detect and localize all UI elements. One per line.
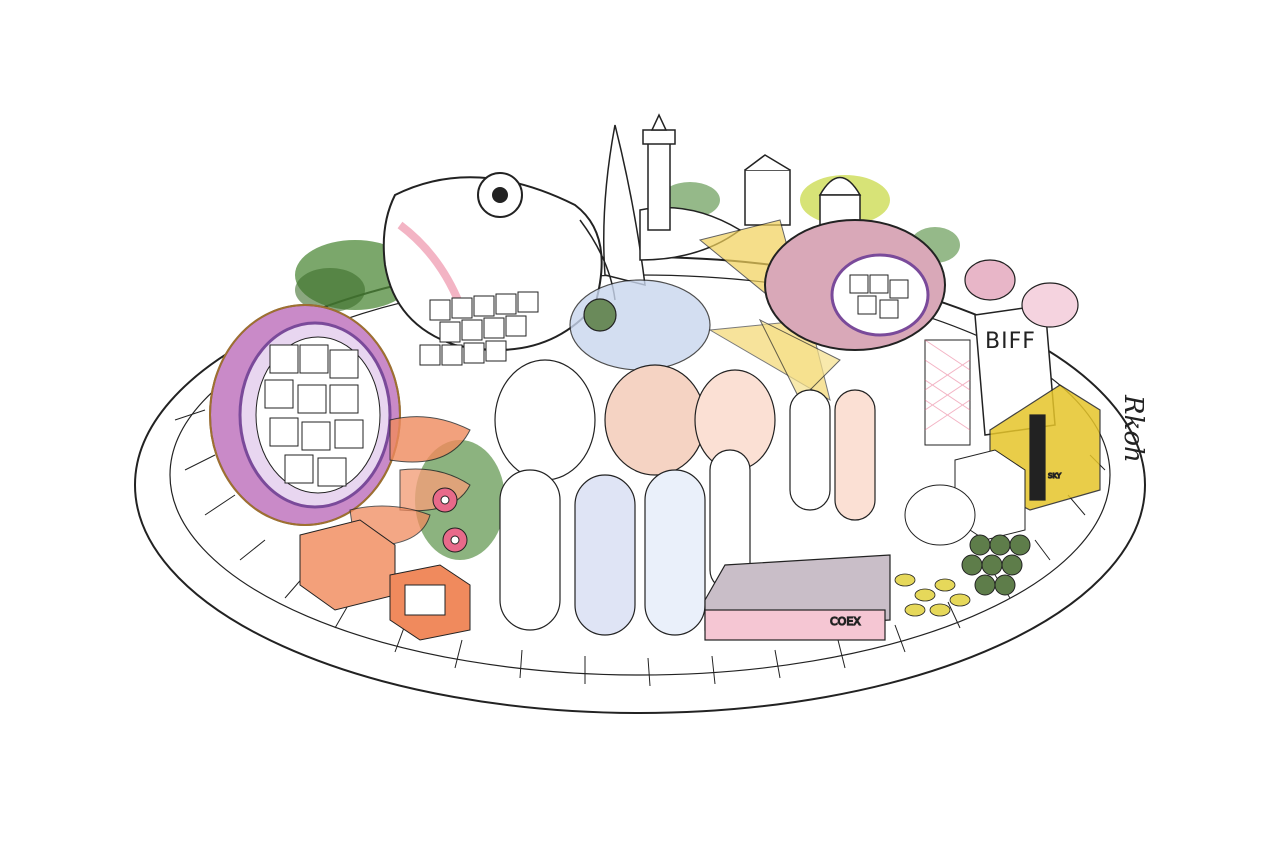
- artist-signature: Rkoh: [1118, 394, 1148, 463]
- grapes-icon: [961, 534, 1031, 596]
- pink-bowl: [764, 219, 946, 351]
- biff-label: BIFF: [985, 329, 1036, 354]
- tofu-bowl: [209, 304, 401, 526]
- lower-right-buildings: [904, 449, 1026, 546]
- cylinder-buildings: [499, 389, 876, 636]
- pink-buns: [964, 259, 1079, 328]
- coex-sign: COEX: [830, 615, 861, 628]
- flower-icon: [432, 487, 468, 553]
- orange-boxes: [299, 519, 471, 641]
- tower-label: SKY: [1048, 472, 1062, 480]
- checkered-building: [924, 339, 971, 446]
- platter-rim-tiles: [174, 409, 1106, 687]
- building-icon: [744, 154, 862, 226]
- lighthouse-icon: [642, 113, 676, 231]
- shellfish: [494, 279, 776, 481]
- coex-building: COEX: [704, 554, 891, 641]
- fish-icon: [382, 172, 603, 366]
- salmon-slices: [349, 416, 471, 547]
- yellow-beans: [894, 573, 971, 617]
